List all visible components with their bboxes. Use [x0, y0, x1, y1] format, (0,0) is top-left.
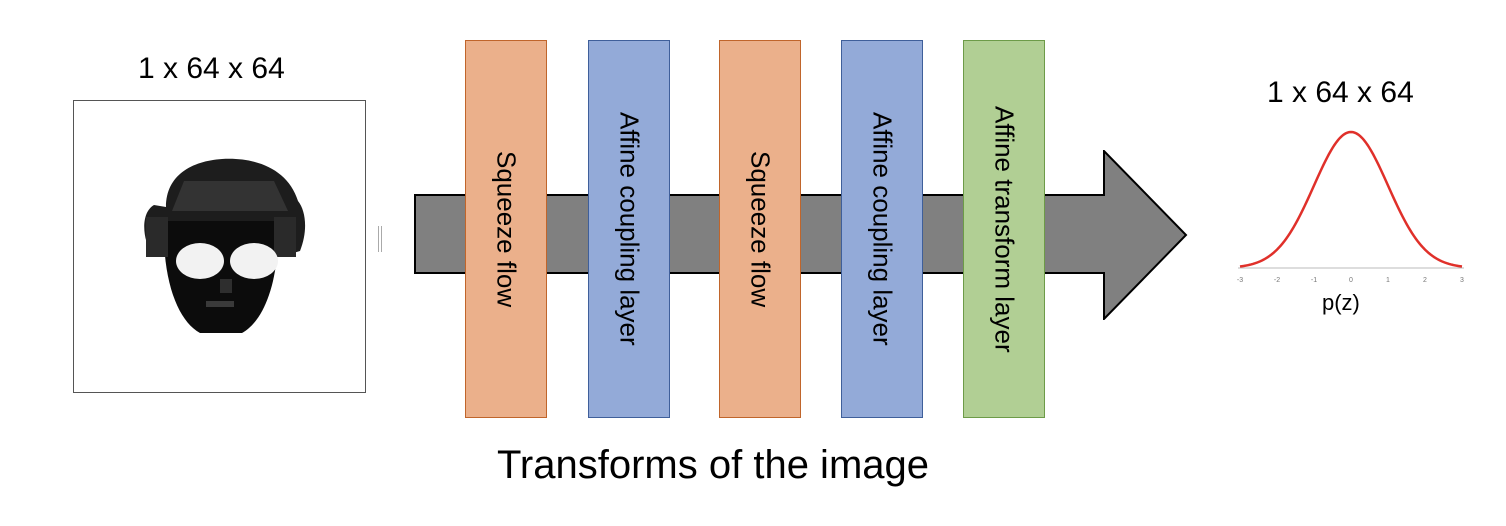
x-tick-label: -1	[1311, 277, 1317, 284]
layer-label: Affine coupling layer	[867, 112, 898, 346]
layer-squeeze-flow-1: Squeeze flow	[465, 40, 547, 418]
layer-squeeze-flow-2: Squeeze flow	[719, 40, 801, 418]
input-dimension-label: 1 x 64 x 64	[138, 52, 285, 85]
x-tick-label: 3	[1460, 277, 1464, 284]
layer-label: Squeeze flow	[491, 150, 522, 308]
gaussian-distribution-plot: -3 -2 -1 0 1 2 3	[1237, 130, 1464, 284]
x-tick-label: -3	[1237, 277, 1243, 284]
layer-label: Squeeze flow	[745, 150, 776, 308]
pixelated-face-icon	[144, 158, 306, 333]
small-marker	[378, 226, 382, 252]
layer-affine-coupling-2: Affine coupling layer	[841, 40, 923, 418]
x-tick-label: -2	[1274, 277, 1280, 284]
layer-affine-coupling-1: Affine coupling layer	[588, 40, 670, 418]
x-tick-label: 0	[1349, 277, 1353, 284]
diagram-caption: Transforms of the image	[496, 443, 929, 487]
gaussian-curve	[1239, 130, 1463, 268]
x-tick-labels: -3 -2 -1 0 1 2 3	[1237, 277, 1464, 284]
x-tick-label: 2	[1423, 277, 1427, 284]
output-dimension-label: 1 x 64 x 64	[1267, 76, 1414, 109]
distribution-label: p(z)	[1322, 290, 1360, 315]
input-image-frame	[73, 100, 366, 393]
layer-affine-transform: Affine transform layer	[963, 40, 1045, 418]
x-tick-label: 1	[1386, 277, 1390, 284]
layer-label: Affine coupling layer	[614, 112, 645, 346]
layer-label: Affine transform layer	[989, 105, 1020, 353]
